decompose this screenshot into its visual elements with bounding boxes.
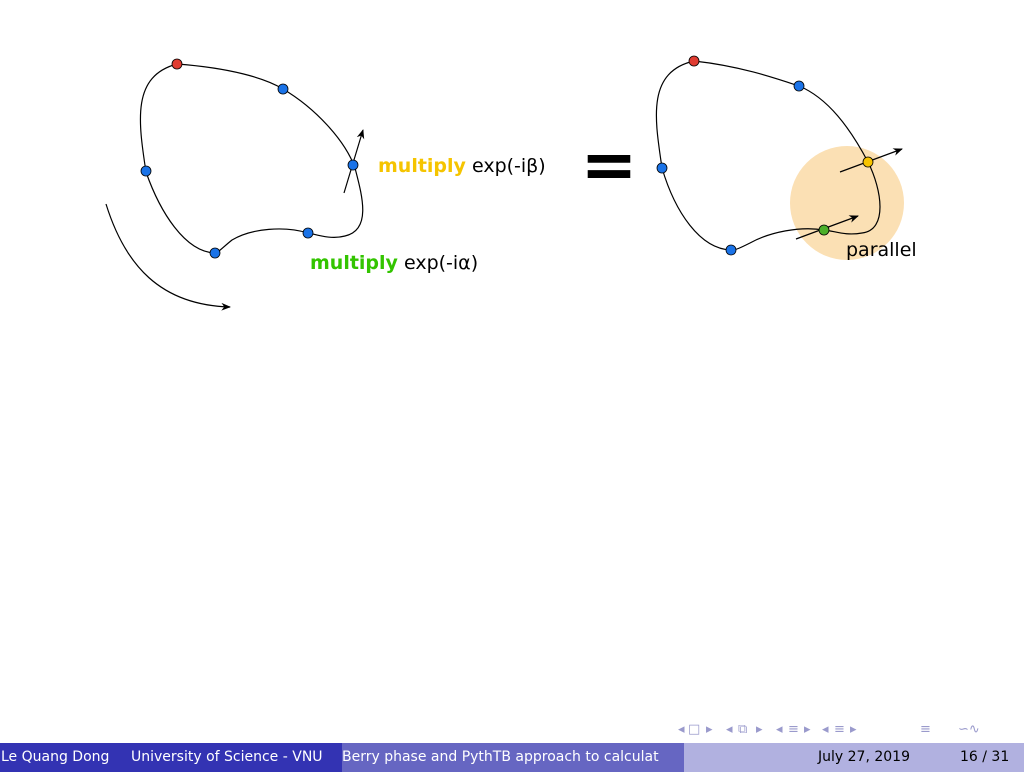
parallel-label: parallel xyxy=(846,239,917,261)
footer-date: July 27, 2019 xyxy=(818,749,910,765)
red-start-point xyxy=(171,58,183,70)
green-point xyxy=(818,224,830,236)
multiply-alpha-label: multiply exp(-iα) xyxy=(310,252,478,274)
left-closed-loop xyxy=(139,63,364,254)
yellow-point xyxy=(862,156,874,168)
left-loop-group: multiply exp(-iβ) multiply exp(-iα) xyxy=(105,58,546,311)
footer-bar: Le Quang Dong University of Science - VN… xyxy=(0,743,1024,772)
blue-point xyxy=(656,162,668,174)
blue-point xyxy=(302,227,314,239)
nav-left-arrow-icon[interactable]: ◂ xyxy=(726,722,733,737)
footer-institution: University of Science - VNU xyxy=(131,749,323,765)
footer-date-section: July 27, 2019 16 / 31 xyxy=(684,743,1024,772)
footer-author-section: Le Quang Dong University of Science - VN… xyxy=(0,743,342,772)
berry-phase-diagram: multiply exp(-iβ) multiply exp(-iα) = pa… xyxy=(105,55,917,311)
blue-point xyxy=(277,83,289,95)
nav-left-arrow-icon[interactable]: ◂ xyxy=(678,722,685,737)
search-icon[interactable]: ∽∿ xyxy=(958,722,980,737)
blue-point xyxy=(347,159,359,171)
blue-point xyxy=(793,80,805,92)
nav-right-arrow-icon[interactable]: ▸ xyxy=(706,722,713,737)
blue-point xyxy=(140,165,152,177)
red-start-point xyxy=(688,55,700,67)
footer-title: Berry phase and PythTB approach to calcu… xyxy=(342,749,659,765)
subsection-icon[interactable]: ⧉ xyxy=(738,722,748,737)
multiply-alpha-keyword: multiply xyxy=(310,252,399,274)
right-loop-group: parallel xyxy=(655,55,917,261)
multiply-beta-label: multiply exp(-iβ) xyxy=(378,155,546,177)
align-icon[interactable]: ≡ xyxy=(920,722,931,737)
nav-left-arrow-icon[interactable]: ◂ xyxy=(822,722,829,737)
nav-left-arrow-icon[interactable]: ◂ xyxy=(776,722,783,737)
nav-right-arrow-icon[interactable]: ▸ xyxy=(850,722,857,737)
footer-author: Le Quang Dong xyxy=(1,749,110,765)
nav-right-arrow-icon[interactable]: ▸ xyxy=(804,722,811,737)
equals-sign: = xyxy=(581,126,638,205)
blue-point xyxy=(209,247,221,259)
section-icon[interactable]: ≡ xyxy=(788,722,799,737)
nav-right-arrow-icon[interactable]: ▸ xyxy=(756,722,763,737)
circulation-arrow xyxy=(105,203,231,311)
footer-page-number: 16 / 31 xyxy=(960,749,1010,765)
parallel-highlight-circle xyxy=(790,146,904,260)
footer-title-section: Berry phase and PythTB approach to calcu… xyxy=(342,743,684,772)
section-icon[interactable]: ≡ xyxy=(834,722,845,737)
multiply-alpha-expression: exp(-iα) xyxy=(398,252,478,274)
blue-point xyxy=(725,244,737,256)
frame-icon[interactable]: □ xyxy=(688,722,701,737)
multiply-beta-expression: exp(-iβ) xyxy=(466,155,546,177)
multiply-beta-keyword: multiply xyxy=(378,155,467,177)
beamer-navigation-bar: ◂ □ ▸ ◂ ⧉ ▸ ◂ ≡ ▸ ◂ ≡ ▸ ≡ ∽∿ xyxy=(672,722,1024,740)
